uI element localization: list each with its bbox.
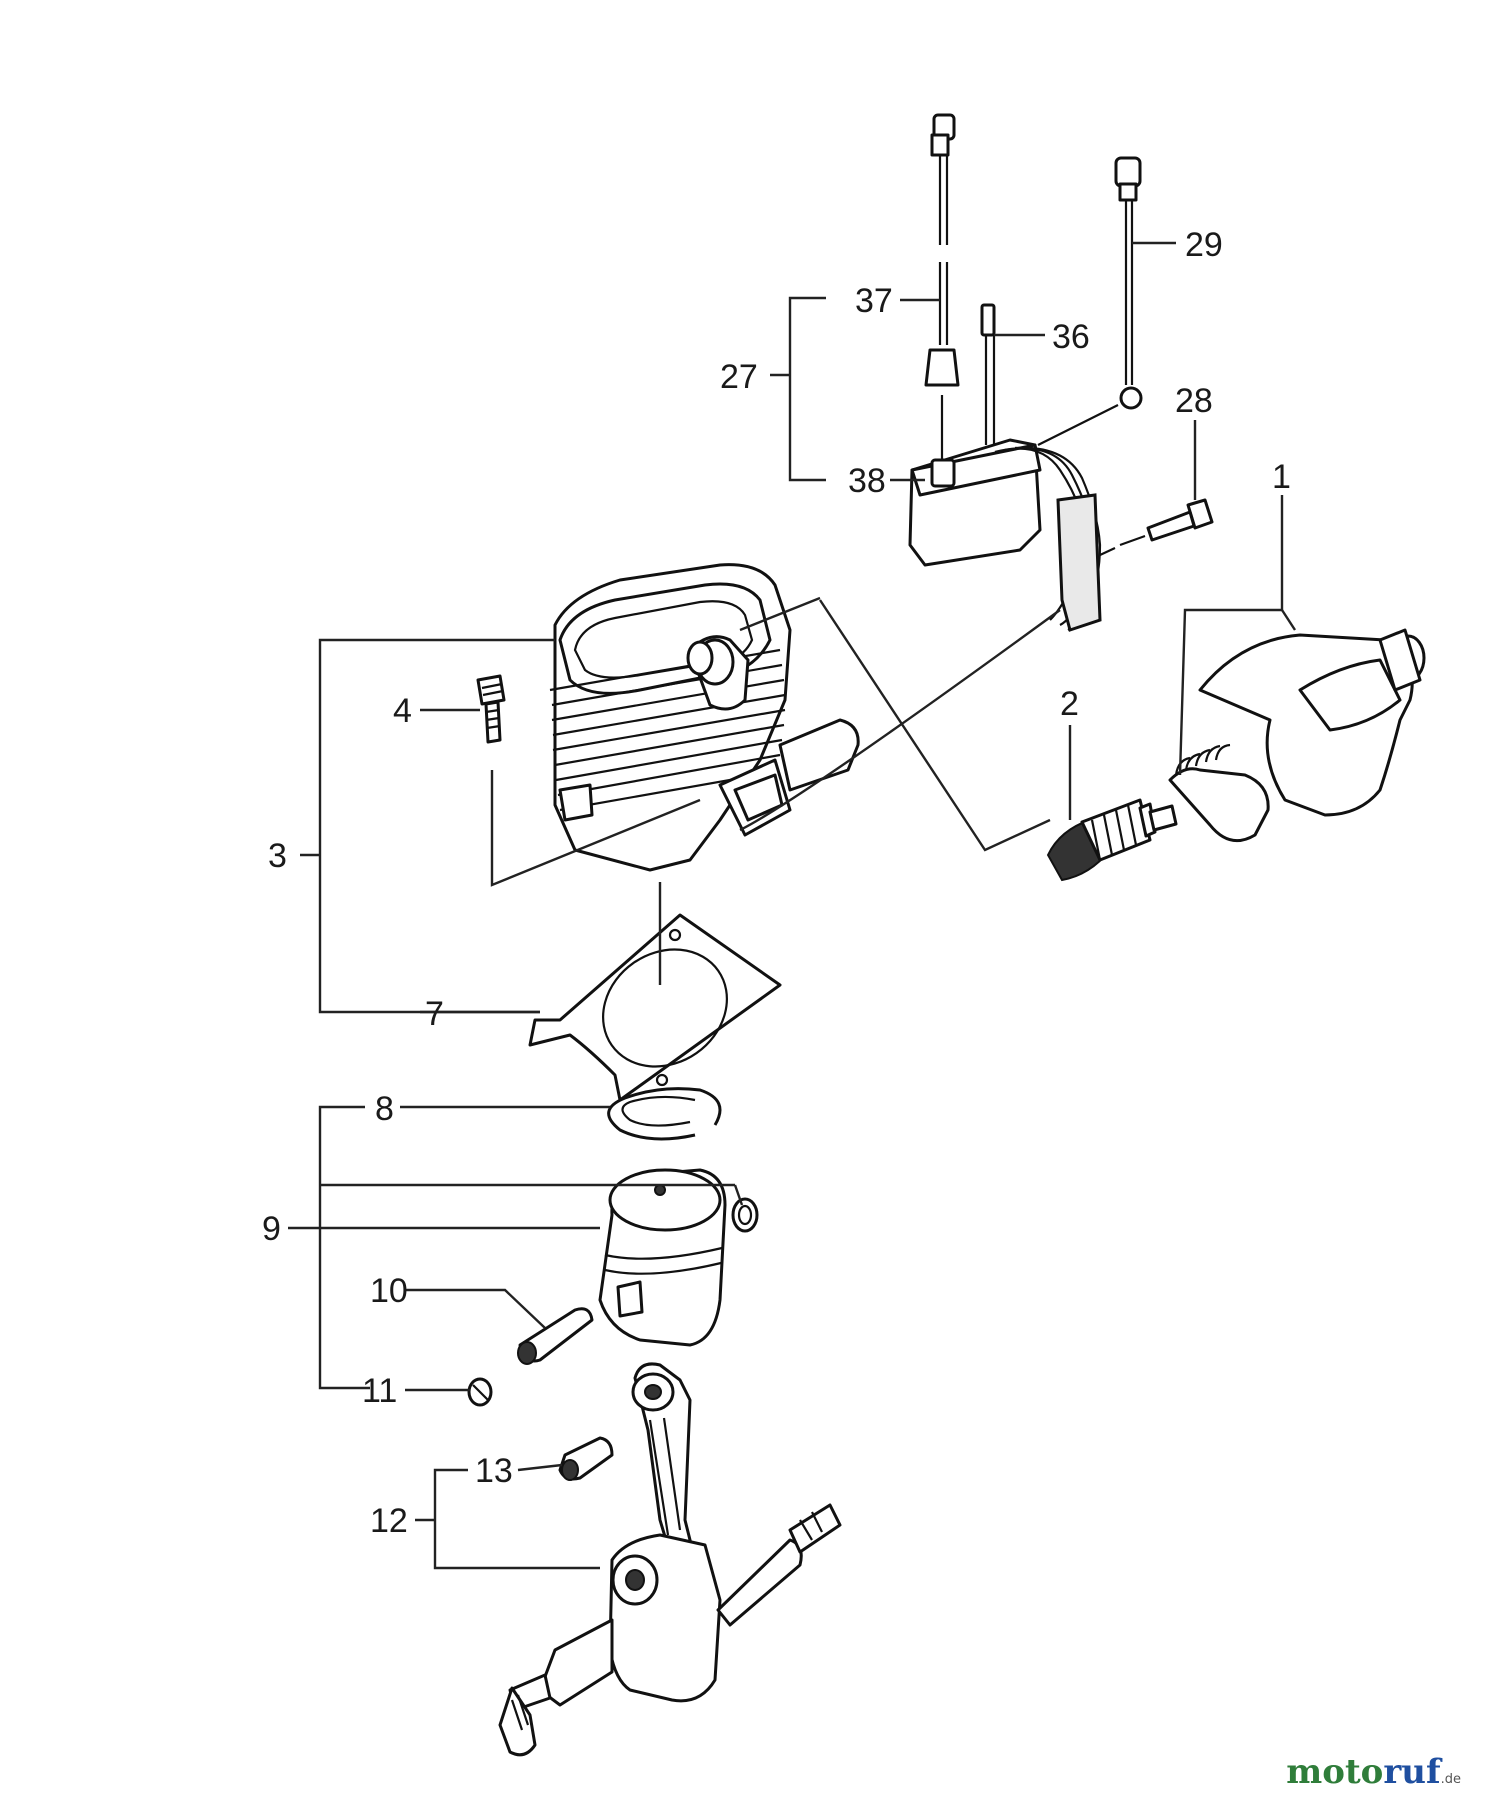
label-38: 38 (848, 462, 886, 500)
label-12: 12 (370, 1502, 408, 1540)
screw-28 (1099, 498, 1214, 556)
circlip-11 (467, 1377, 493, 1407)
spark-plug-2 (1046, 798, 1178, 882)
label-8: 8 (375, 1090, 394, 1128)
cylinder-3 (549, 563, 860, 872)
piston-ring-8 (607, 1087, 722, 1141)
spark-plug-boot-1 (1168, 628, 1426, 843)
piston-pin-10 (517, 1307, 594, 1365)
label-10: 10 (370, 1272, 408, 1310)
label-7: 7 (425, 995, 444, 1033)
label-1: 1 (1272, 458, 1291, 496)
label-3: 3 (268, 837, 287, 875)
ignition-wire-37 (924, 113, 960, 460)
label-13: 13 (475, 1452, 513, 1490)
label-2: 2 (1060, 685, 1079, 723)
label-4: 4 (393, 692, 412, 730)
label-29: 29 (1185, 226, 1223, 264)
label-37: 37 (855, 282, 893, 320)
leader-lines (288, 241, 1297, 1570)
crankshaft-12 (498, 1362, 842, 1757)
ground-wire-29 (1037, 156, 1143, 446)
label-36: 36 (1052, 318, 1090, 356)
pin-36 (980, 303, 996, 445)
needle-bearing-13 (558, 1436, 614, 1481)
label-27: 27 (720, 358, 758, 396)
gasket-7 (528, 913, 782, 1102)
motoruf-watermark-logo: motoruf.de (1286, 1752, 1461, 1792)
label-9: 9 (262, 1210, 281, 1248)
label-11: 11 (362, 1372, 397, 1410)
screw-4 (476, 674, 506, 744)
label-28: 28 (1175, 382, 1213, 420)
circlip-9b (731, 1197, 759, 1233)
piston-9 (598, 1168, 727, 1347)
ignition-coil-38 (908, 438, 1102, 632)
callout-labels: 37 27 38 36 29 28 1 2 4 3 7 8 9 10 11 13… (262, 226, 1291, 1540)
